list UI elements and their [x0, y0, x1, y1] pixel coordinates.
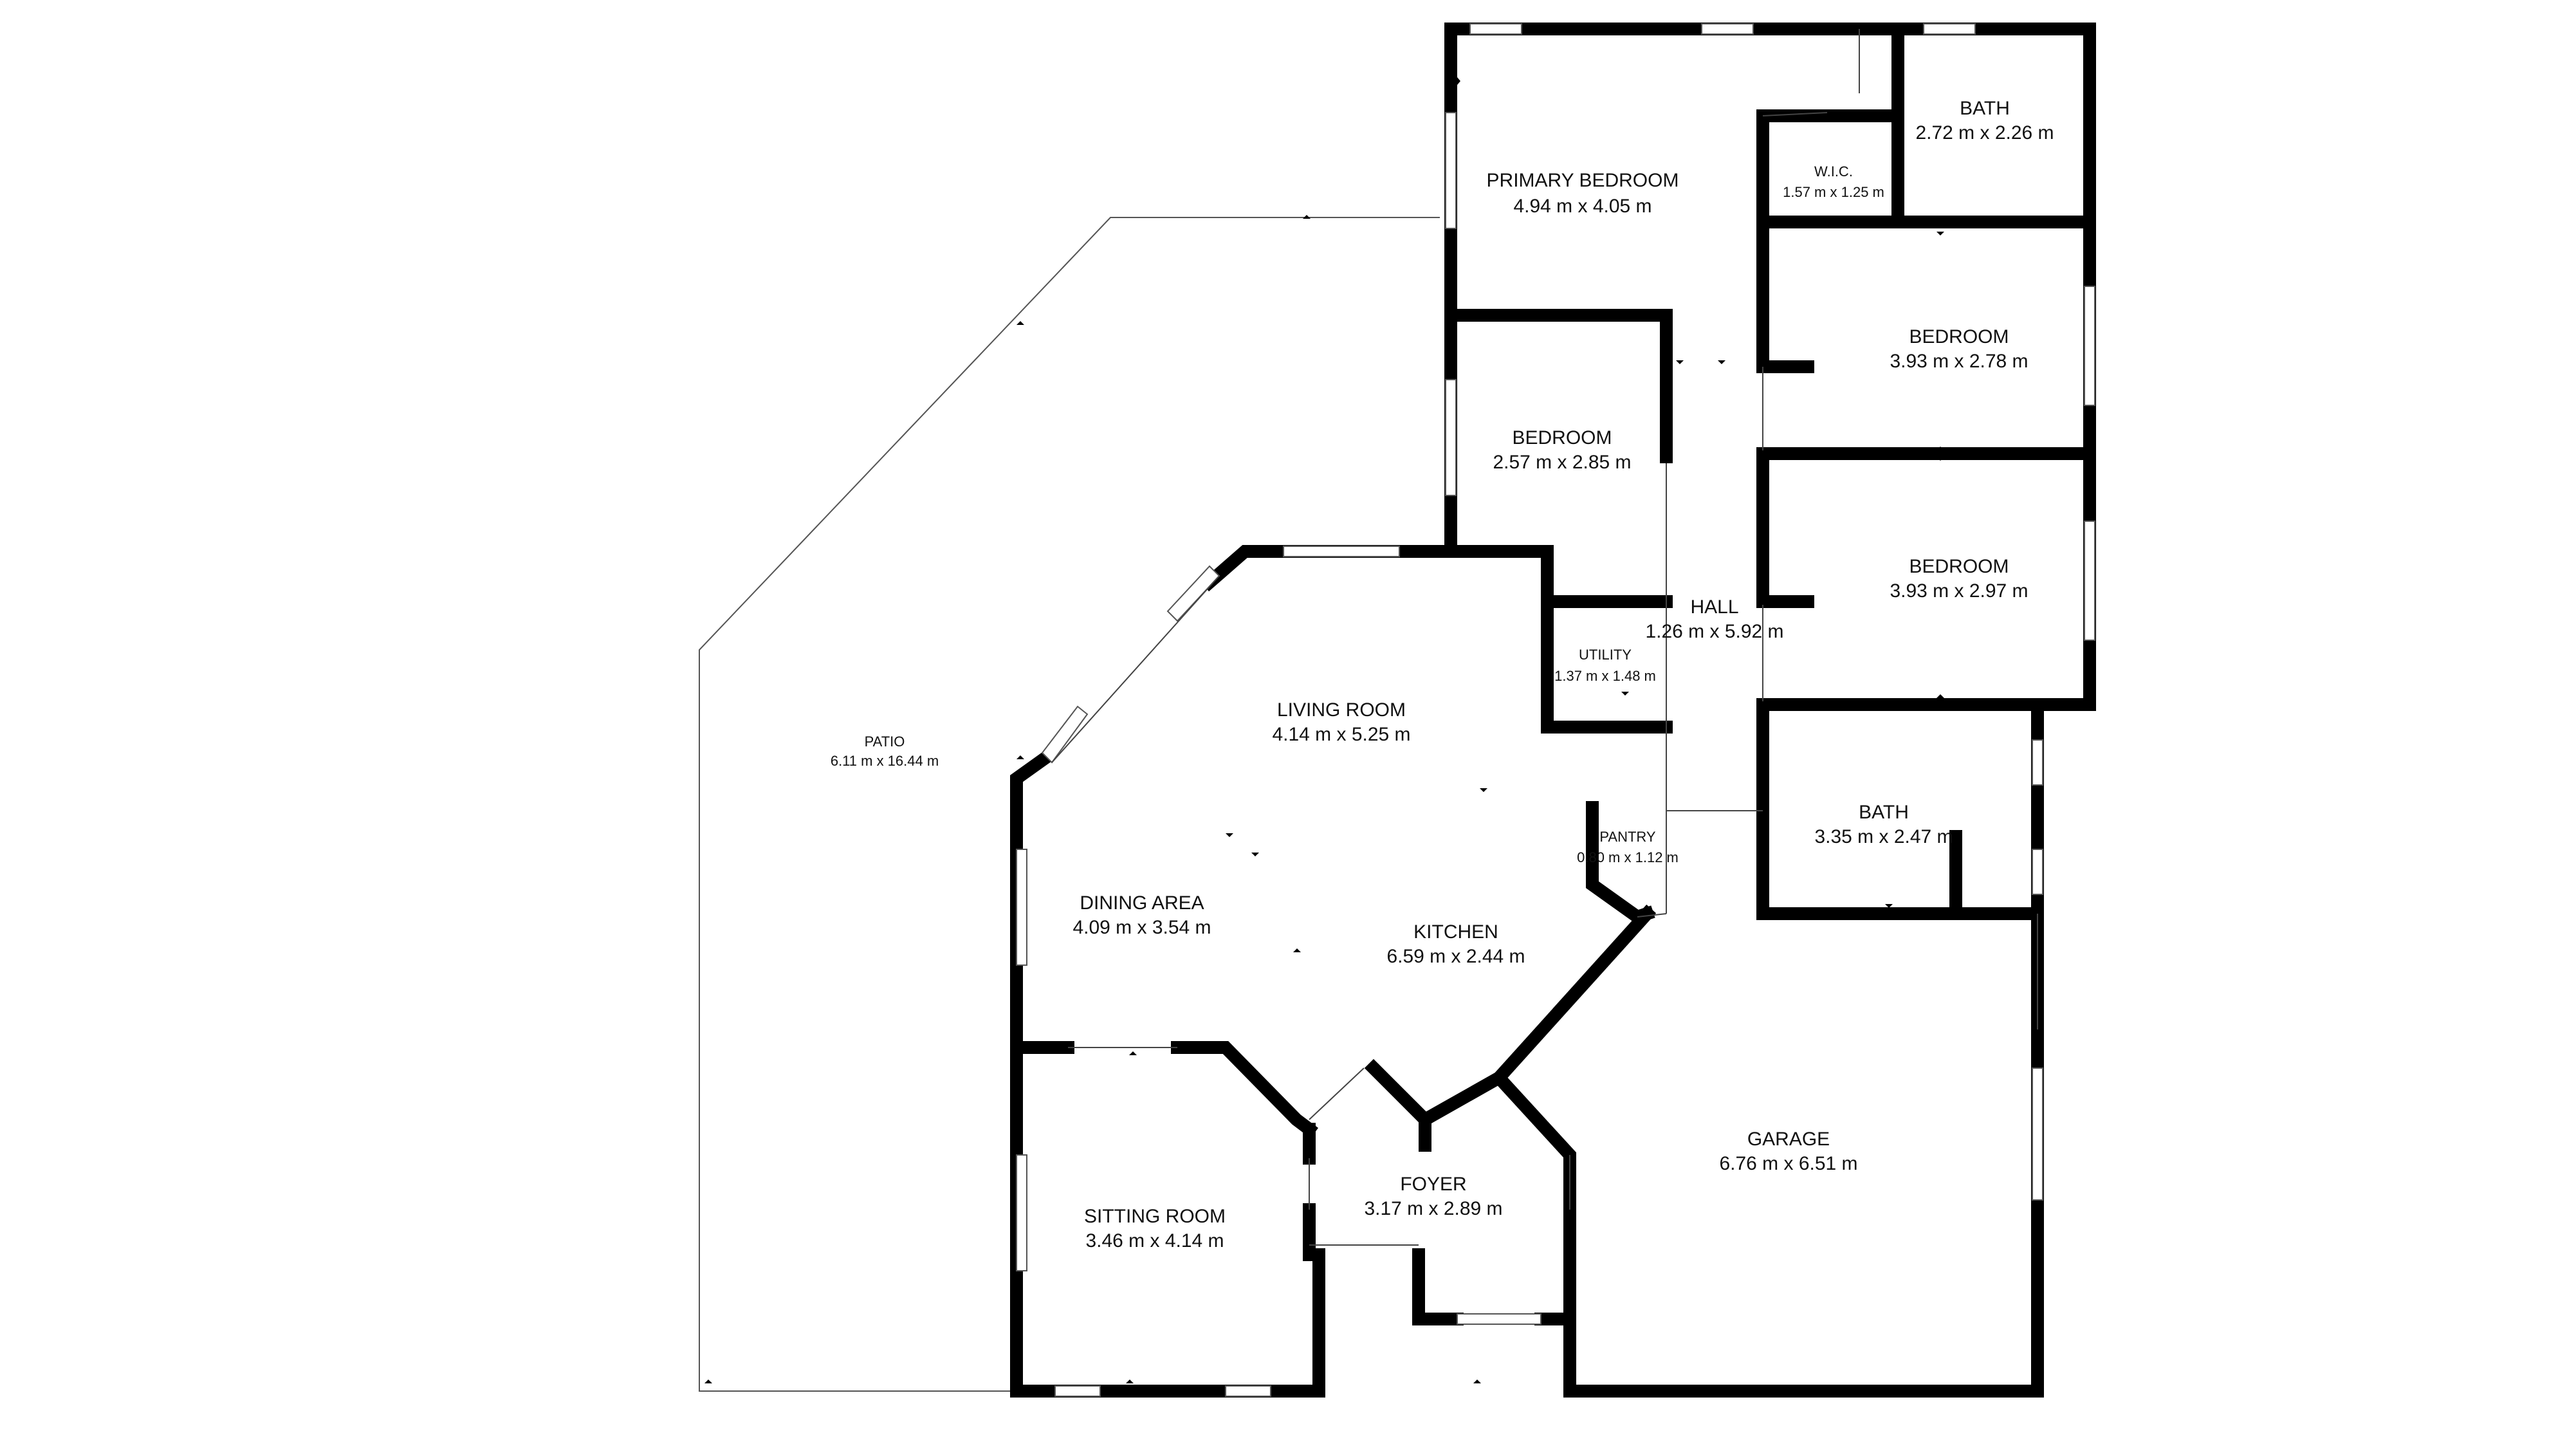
room-dimensions: 3.46 m x 4.14 m	[1085, 1230, 1224, 1251]
room-dimensions: 4.94 m x 4.05 m	[1513, 196, 1651, 217]
room-name: GARAGE	[1747, 1129, 1830, 1150]
window	[1701, 23, 1754, 35]
room-bath-2: BATH 3.35 m x 2.47 m	[1814, 802, 1953, 847]
room-bedroom-3: BEDROOM 2.57 m x 2.85 m	[1493, 427, 1631, 473]
window	[1283, 546, 1400, 557]
tick-mark	[1937, 447, 1944, 450]
tick-mark	[1621, 692, 1629, 696]
room-bath-primary: BATH 2.72 m x 2.26 m	[1915, 98, 2054, 143]
room-dimensions: 1.37 m x 1.48 m	[1554, 668, 1656, 684]
room-wic: W.I.C. 1.57 m x 1.25 m	[1783, 163, 1884, 200]
room-dimensions: 3.35 m x 2.47 m	[1814, 826, 1953, 847]
tick-marks	[704, 77, 1944, 1383]
windows	[1016, 23, 2095, 1397]
window	[2032, 1067, 2043, 1201]
doors	[1051, 29, 2038, 1246]
tick-mark	[1017, 321, 1024, 325]
tick-mark	[1718, 360, 1725, 364]
room-utility: UTILITY 1.37 m x 1.48 m	[1554, 647, 1656, 684]
room-primary-bedroom: PRIMARY BEDROOM 4.94 m x 4.05 m	[1487, 170, 1679, 217]
tick-mark	[1676, 360, 1684, 364]
room-name: PATIO	[865, 734, 905, 750]
room-name: BATH	[1960, 98, 2010, 119]
tick-mark	[1251, 853, 1259, 856]
window	[1016, 849, 1027, 966]
tick-mark	[1563, 318, 1571, 322]
interior-walls	[1010, 23, 2096, 1325]
room-pantry: PANTRY 0.80 m x 1.12 m	[1577, 829, 1679, 865]
room-name: BEDROOM	[1909, 556, 2009, 577]
tick-mark	[1129, 1051, 1137, 1055]
room-dimensions: 4.09 m x 3.54 m	[1072, 917, 1211, 938]
room-patio: PATIO 6.11 m x 16.44 m	[831, 734, 939, 769]
window	[2032, 739, 2043, 786]
room-name: BEDROOM	[1512, 427, 1612, 448]
tick-mark	[1937, 694, 1944, 698]
window	[2032, 849, 2043, 895]
room-dimensions: 2.72 m x 2.26 m	[1915, 122, 2054, 143]
tick-mark	[1914, 216, 1922, 219]
room-dimensions: 6.59 m x 2.44 m	[1386, 946, 1525, 967]
room-name: W.I.C.	[1814, 163, 1853, 180]
tick-mark	[1293, 948, 1301, 952]
tick-mark	[1885, 904, 1893, 908]
room-dimensions: 1.26 m x 5.92 m	[1645, 621, 1783, 642]
window	[1166, 565, 1220, 622]
room-dimensions: 3.93 m x 2.97 m	[1890, 580, 2028, 602]
tick-mark	[1226, 833, 1233, 837]
room-name: BATH	[1859, 802, 1909, 823]
room-dimensions: 1.57 m x 1.25 m	[1783, 184, 1884, 200]
tick-mark	[1017, 755, 1024, 759]
window	[1469, 23, 1522, 35]
room-hall: HALL 1.26 m x 5.92 m	[1645, 596, 1783, 642]
tick-mark	[1457, 77, 1460, 85]
window	[1225, 1385, 1271, 1397]
room-kitchen: KITCHEN 6.59 m x 2.44 m	[1386, 921, 1525, 967]
room-dimensions: 6.76 m x 6.51 m	[1719, 1153, 1857, 1174]
room-name: FOYER	[1400, 1174, 1466, 1195]
tick-mark	[1303, 215, 1311, 219]
room-sitting-room: SITTING ROOM 3.46 m x 4.14 m	[1084, 1206, 1226, 1251]
room-dimensions: 6.11 m x 16.44 m	[831, 753, 939, 769]
room-name: UTILITY	[1579, 647, 1632, 663]
window	[2084, 521, 2095, 641]
room-dining-area: DINING AREA 4.09 m x 3.54 m	[1072, 892, 1211, 938]
tick-mark	[1937, 457, 1944, 461]
window	[1445, 112, 1457, 229]
window	[1054, 1385, 1101, 1397]
room-dimensions: 0.80 m x 1.12 m	[1577, 849, 1679, 865]
room-name: PANTRY	[1599, 829, 1656, 845]
room-name: HALL	[1690, 596, 1738, 618]
tick-mark	[1126, 1380, 1134, 1383]
room-dimensions: 2.57 m x 2.85 m	[1493, 452, 1631, 473]
room-living-room: LIVING ROOM 4.14 m x 5.25 m	[1272, 699, 1410, 745]
tick-mark	[704, 1380, 712, 1383]
room-dimensions: 3.17 m x 2.89 m	[1364, 1198, 1502, 1219]
room-dimensions: 3.93 m x 2.78 m	[1890, 351, 2028, 372]
room-name: PRIMARY BEDROOM	[1487, 170, 1679, 191]
room-dimensions: 4.14 m x 5.25 m	[1272, 724, 1410, 745]
room-garage: GARAGE 6.76 m x 6.51 m	[1719, 1129, 1857, 1174]
room-labels: PRIMARY BEDROOM 4.94 m x 4.05 m BATH 2.7…	[831, 98, 2054, 1251]
tick-mark	[1473, 1380, 1481, 1383]
room-name: LIVING ROOM	[1277, 699, 1406, 721]
room-name: SITTING ROOM	[1084, 1206, 1226, 1227]
room-bedroom-2: BEDROOM 3.93 m x 2.78 m	[1890, 326, 2028, 372]
tick-mark	[1885, 707, 1893, 711]
room-name: KITCHEN	[1413, 921, 1498, 943]
room-bedroom-4: BEDROOM 3.93 m x 2.97 m	[1890, 556, 2028, 602]
window	[1445, 379, 1457, 496]
tick-mark	[1480, 788, 1487, 792]
window	[2084, 286, 2095, 406]
window	[1016, 1154, 1027, 1271]
room-name: DINING AREA	[1080, 892, 1204, 914]
window	[1457, 1313, 1541, 1325]
window	[1041, 705, 1089, 764]
room-foyer: FOYER 3.17 m x 2.89 m	[1364, 1174, 1502, 1219]
patio-outline	[699, 217, 1440, 1392]
window	[1923, 23, 1976, 35]
room-name: BEDROOM	[1909, 326, 2009, 347]
tick-mark	[1937, 232, 1944, 235]
